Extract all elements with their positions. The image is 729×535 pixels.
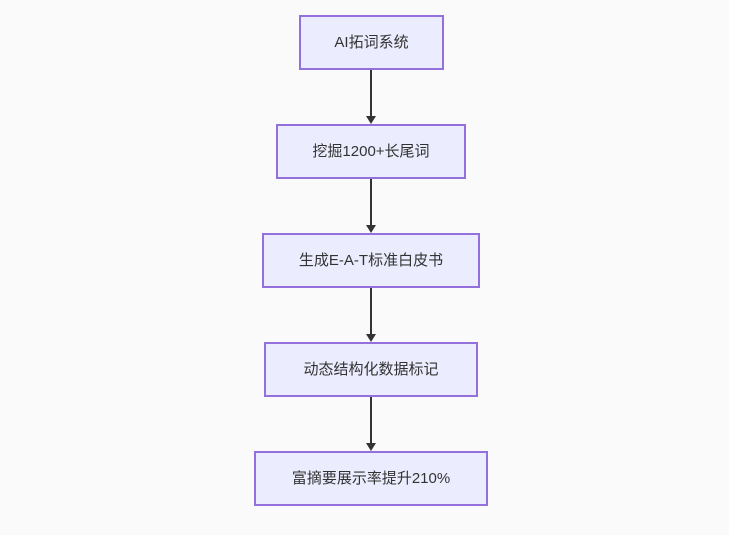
flow-edge-1-line bbox=[370, 70, 372, 116]
arrow-down-icon bbox=[366, 225, 376, 233]
arrow-down-icon bbox=[366, 334, 376, 342]
flow-node-ai-word-expansion-system: AI拓词系统 bbox=[299, 15, 444, 70]
flow-edge-2-line bbox=[370, 179, 372, 225]
node-label: 生成E-A-T标准白皮书 bbox=[298, 251, 444, 269]
arrow-down-icon bbox=[366, 116, 376, 124]
flow-node-structured-data-markup: 动态结构化数据标记 bbox=[264, 342, 478, 397]
flow-node-rich-snippet-rate: 富摘要展示率提升210% bbox=[254, 451, 488, 506]
node-label: 挖掘1200+长尾词 bbox=[312, 142, 430, 160]
arrow-down-icon bbox=[366, 443, 376, 451]
node-label: 动态结构化数据标记 bbox=[303, 360, 439, 378]
flow-node-eat-whitepaper: 生成E-A-T标准白皮书 bbox=[262, 233, 480, 288]
node-label: 富摘要展示率提升210% bbox=[291, 469, 451, 487]
flow-edge-4-line bbox=[370, 397, 372, 443]
node-label: AI拓词系统 bbox=[334, 33, 409, 51]
flow-edge-3-line bbox=[370, 288, 372, 334]
flow-node-longtail-keywords: 挖掘1200+长尾词 bbox=[276, 124, 466, 179]
